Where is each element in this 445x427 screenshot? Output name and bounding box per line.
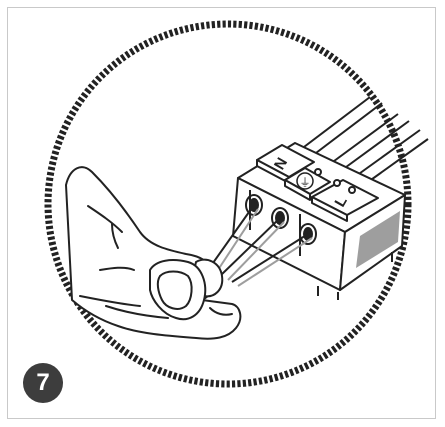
hand-icon — [65, 166, 242, 340]
incoming-wires — [207, 204, 313, 287]
ground-symbol-icon: ⏚ — [296, 172, 314, 190]
terminal-block-icon — [232, 142, 406, 300]
dashed-circle-frame — [44, 20, 412, 388]
step-number-badge: 7 — [23, 363, 63, 403]
outgoing-wires — [299, 96, 429, 183]
terminal-label-ground: ⏚ — [300, 176, 311, 189]
step-number: 7 — [36, 369, 50, 396]
